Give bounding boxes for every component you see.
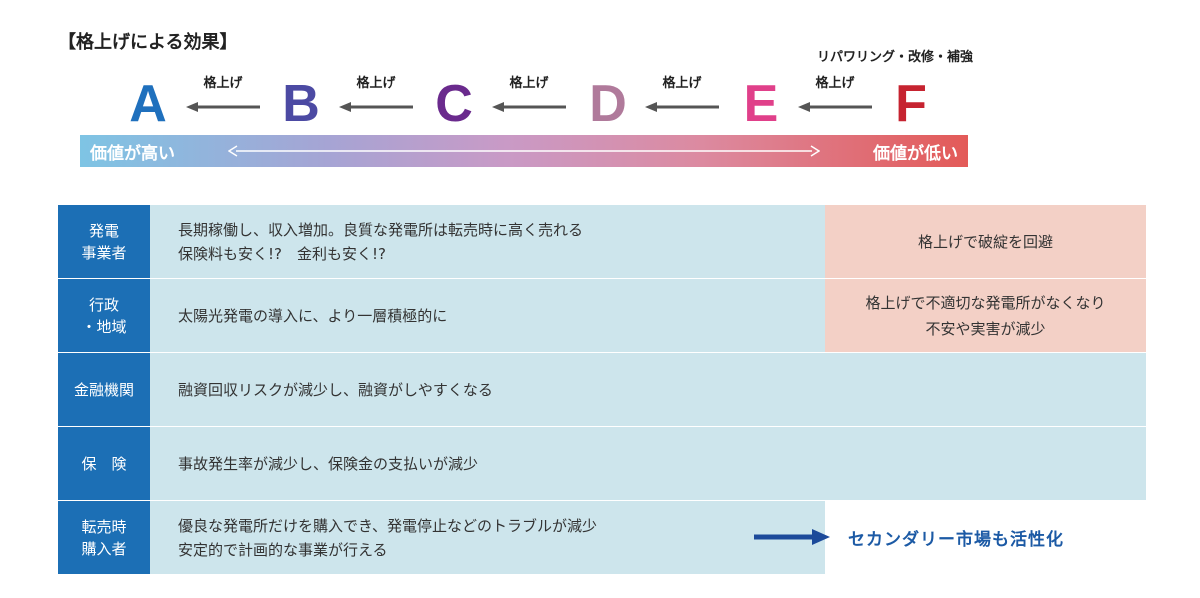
grade-e: E xyxy=(743,75,779,133)
row-note: 格上げで不適切な発電所がなくなり 不安や実害が減少 xyxy=(825,279,1146,352)
upgrade-step-label: 格上げ xyxy=(203,76,243,91)
upgrade-step-b-to-a: 格上げ xyxy=(178,72,268,112)
upgrade-step-label: 格上げ xyxy=(356,76,396,91)
upgrade-step-d-to-c: 格上げ xyxy=(484,72,574,112)
category-power-producer: 発電 事業者 xyxy=(58,205,150,278)
table-row-buyer: 転売時 購入者 優良な発電所だけを購入でき、発電停止などのトラブルが減少 安定的… xyxy=(58,501,1146,574)
effects-table: 発電 事業者 長期稼働し、収入増加。良質な発電所は転売時に高く売れる 保険料も安… xyxy=(58,205,1146,575)
row-description: 優良な発電所だけを購入でき、発電停止などのトラブルが減少 安定的で計画的な事業が… xyxy=(178,516,597,559)
grade-a: A xyxy=(129,75,167,133)
row-description: 融資回収リスクが減少し、融資がしやすくなる xyxy=(178,380,493,399)
table-row-financial: 金融機関 融資回収リスクが減少し、融資がしやすくなる xyxy=(58,353,1146,426)
table-row-insurance: 保 険 事故発生率が減少し、保険金の支払いが減少 xyxy=(58,427,1146,500)
category-government: 行政 ・地域 xyxy=(58,279,150,352)
grade-f: F xyxy=(895,75,927,133)
row-description: 長期稼働し、収入増加。良質な発電所は転売時に高く売れる 保険料も安く!? 金利も… xyxy=(178,220,584,263)
upgrade-step-label: 格上げ xyxy=(815,76,855,91)
grade-b: B xyxy=(282,75,320,133)
row-body: 長期稼働し、収入増加。良質な発電所は転売時に高く売れる 保険料も安く!? 金利も… xyxy=(150,205,944,278)
left-arrow-icon xyxy=(339,102,413,112)
diagram-title: 【格上げによる効果】 xyxy=(58,32,238,53)
grade-d: D xyxy=(589,75,627,133)
row-description: 太陽光発電の導入に、より一層積極的に xyxy=(178,306,448,325)
row-body: 融資回収リスクが減少し、融資がしやすくなる xyxy=(150,353,1146,426)
left-arrow-icon xyxy=(798,102,872,112)
row-body: 優良な発電所だけを購入でき、発電停止などのトラブルが減少 安定的で計画的な事業が… xyxy=(150,501,825,574)
table-row-government: 行政 ・地域 太陽光発電の導入に、より一層積極的に 格上げで不適切な発電所がなく… xyxy=(58,279,1146,352)
value-gradient-bar: 価値が高い 価値が低い xyxy=(80,135,968,167)
double-arrow-icon xyxy=(228,145,820,157)
category-financial: 金融機関 xyxy=(58,353,150,426)
value-low-label: 価値が低い xyxy=(873,144,958,164)
upgrade-method-note: リパワリング・改修・補強 xyxy=(816,50,973,65)
category-buyer: 転売時 購入者 xyxy=(58,501,150,574)
left-arrow-icon xyxy=(186,102,260,112)
upgrade-step-c-to-b: 格上げ xyxy=(331,72,421,112)
grade-c: C xyxy=(435,75,473,133)
upgrade-step-label: 格上げ xyxy=(662,76,702,91)
table-row-power-producer: 発電 事業者 長期稼働し、収入増加。良質な発電所は転売時に高く売れる 保険料も安… xyxy=(58,205,1146,278)
right-arrow-icon xyxy=(754,529,830,545)
row-body: 事故発生率が減少し、保険金の支払いが減少 xyxy=(150,427,1146,500)
upgrade-step-f-to-e: 格上げ xyxy=(790,72,880,112)
upgrade-step-label: 格上げ xyxy=(509,76,549,91)
row-description: 事故発生率が減少し、保険金の支払いが減少 xyxy=(178,454,479,473)
row-note: 格上げで破綻を回避 xyxy=(825,205,1146,278)
left-arrow-icon xyxy=(645,102,719,112)
row-body: 太陽光発電の導入に、より一層積極的に xyxy=(150,279,825,352)
category-insurance: 保 険 xyxy=(58,427,150,500)
left-arrow-icon xyxy=(492,102,566,112)
upgrade-step-e-to-d: 格上げ xyxy=(637,72,727,112)
secondary-market-note: セカンダリー市場も活性化 xyxy=(848,530,1064,550)
value-high-label: 価値が高い xyxy=(90,144,175,164)
